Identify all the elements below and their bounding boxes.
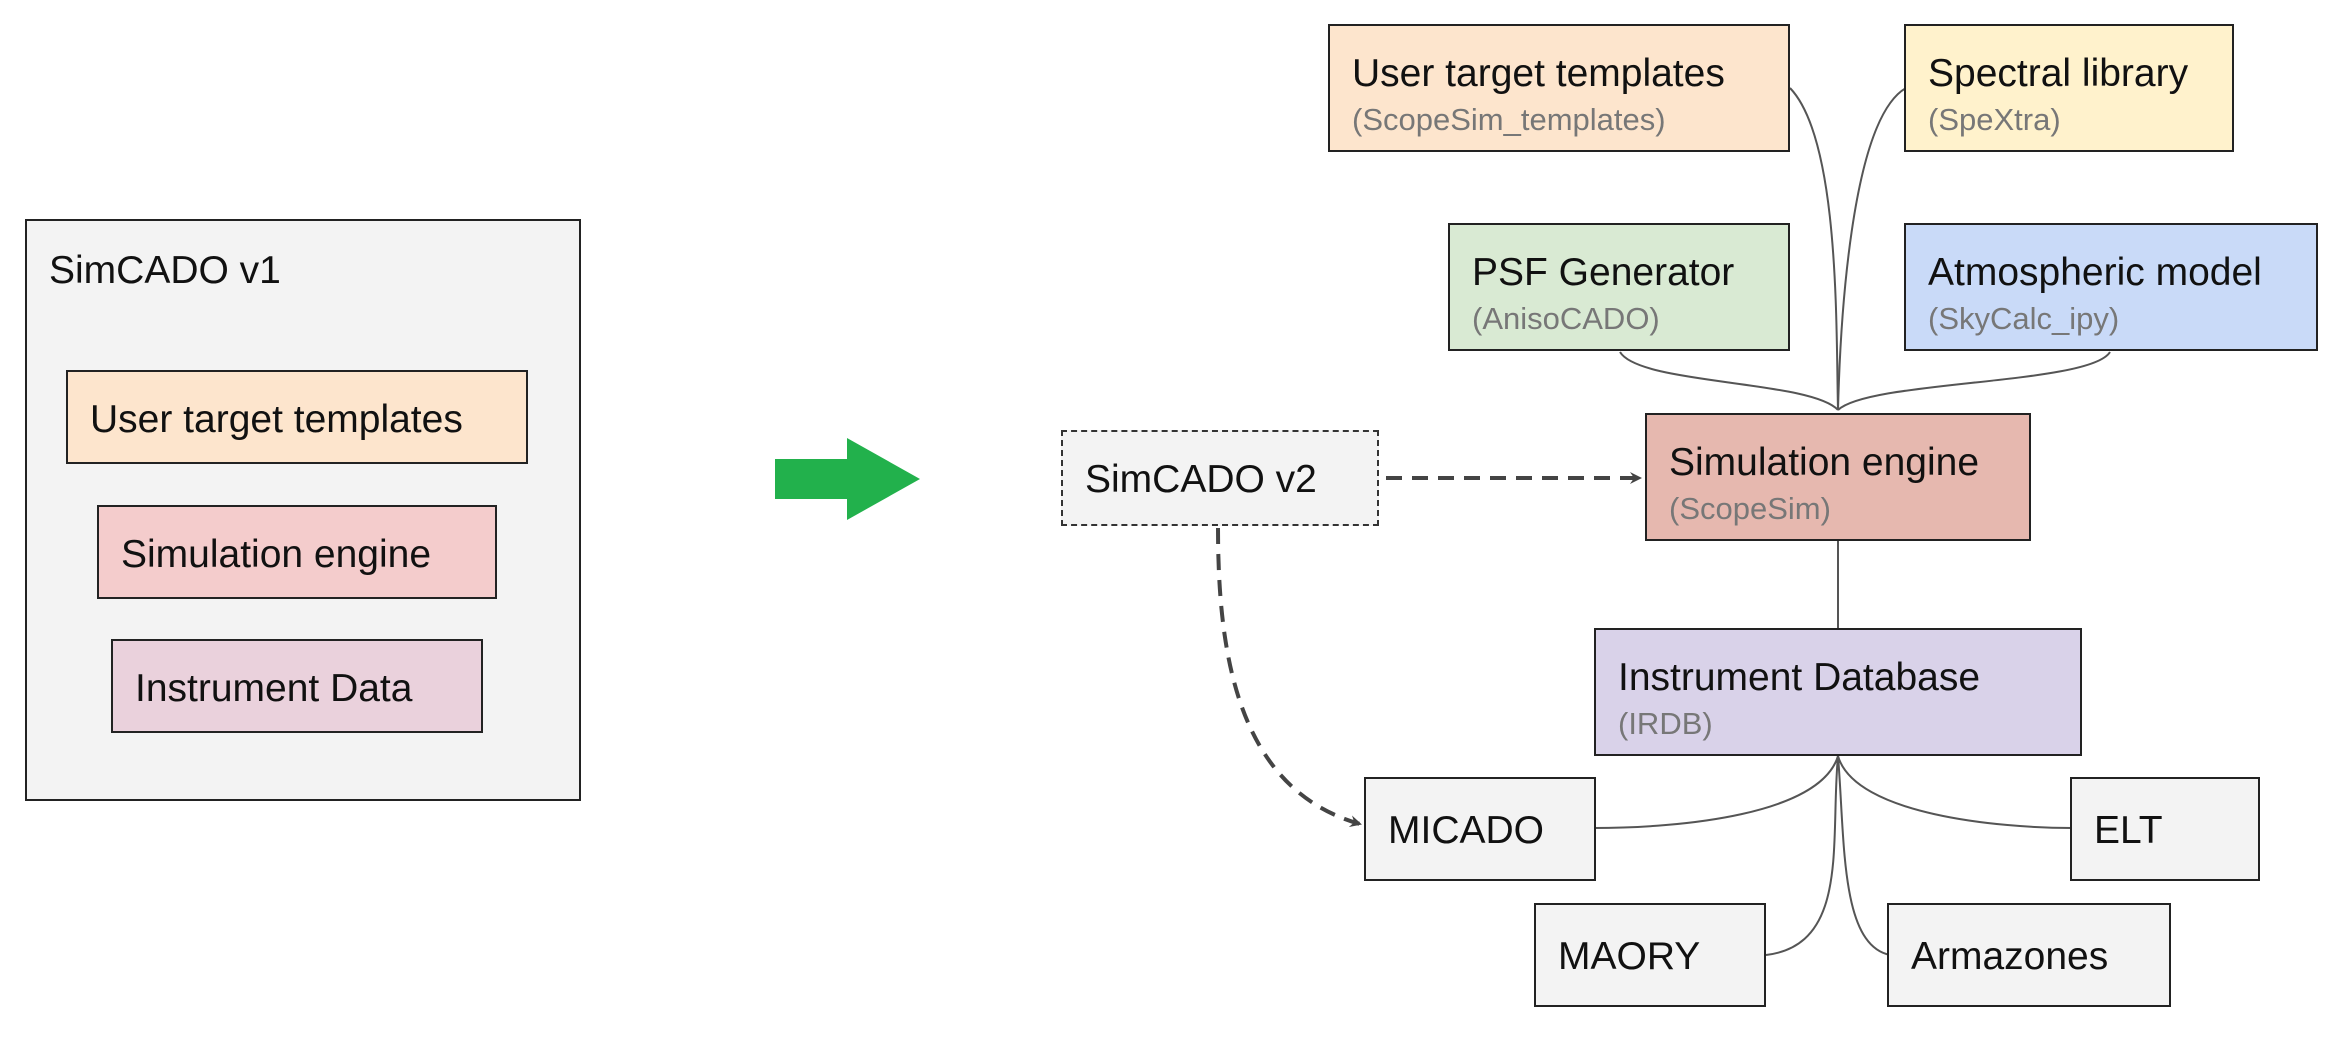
simcado-v2-box: SimCADO v2 — [1061, 430, 1379, 526]
instrument-database-subtitle: (IRDB) — [1618, 706, 1713, 741]
dashed-arrow-to-micado — [1216, 527, 1362, 828]
maory-label: MAORY — [1558, 935, 1701, 978]
spectral-library-title: Spectral library — [1928, 52, 2189, 95]
v1-user-target-templates-label: User target templates — [90, 398, 463, 441]
psf-generator-box: PSF Generator (AnisoCADO) — [1448, 223, 1790, 351]
module-connectors — [1593, 87, 2111, 956]
psf-generator-title: PSF Generator — [1472, 251, 1735, 294]
armazones-label: Armazones — [1911, 935, 2109, 978]
user-target-templates-subtitle: (ScopeSim_templates) — [1352, 102, 1666, 137]
armazones-box: Armazones — [1887, 903, 2171, 1007]
spectral-library-subtitle: (SpeXtra) — [1928, 102, 2061, 137]
micado-label: MICADO — [1388, 809, 1544, 852]
simcado-v1-title: SimCADO v1 — [49, 249, 281, 292]
maory-box: MAORY — [1534, 903, 1766, 1007]
psf-generator-subtitle: (AnisoCADO) — [1472, 301, 1660, 336]
simulation-engine-box: Simulation engine (ScopeSim) — [1645, 413, 2031, 541]
simulation-engine-subtitle: (ScopeSim) — [1669, 491, 1831, 526]
elt-box: ELT — [2070, 777, 2260, 881]
v1-instrument-data: Instrument Data — [111, 639, 483, 733]
instrument-database-box: Instrument Database (IRDB) — [1594, 628, 2082, 756]
atmospheric-model-subtitle: (SkyCalc_ipy) — [1928, 301, 2120, 336]
micado-box: MICADO — [1364, 777, 1596, 881]
v1-simulation-engine-label: Simulation engine — [121, 533, 432, 576]
simulation-engine-title: Simulation engine — [1669, 441, 1980, 484]
v1-user-target-templates: User target templates — [66, 370, 528, 464]
spectral-library-box: Spectral library (SpeXtra) — [1904, 24, 2234, 152]
atmospheric-model-title: Atmospheric model — [1928, 251, 2262, 294]
instrument-database-title: Instrument Database — [1618, 656, 1981, 699]
elt-label: ELT — [2094, 809, 2163, 852]
v1-simulation-engine: Simulation engine — [97, 505, 497, 599]
user-target-templates-box: User target templates (ScopeSim_template… — [1328, 24, 1790, 152]
v1-instrument-data-label: Instrument Data — [135, 667, 413, 710]
transition-arrow — [775, 438, 920, 520]
simcado-v2-label: SimCADO v2 — [1085, 458, 1317, 501]
atmospheric-model-box: Atmospheric model (SkyCalc_ipy) — [1904, 223, 2318, 351]
user-target-templates-title: User target templates — [1352, 52, 1725, 95]
